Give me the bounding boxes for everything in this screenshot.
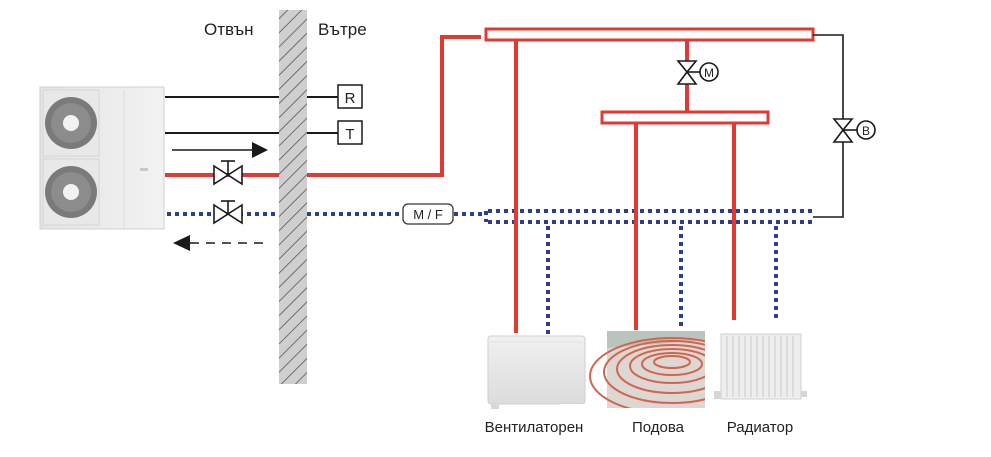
motor-valve-label: M — [704, 66, 714, 80]
wall — [279, 10, 307, 384]
return-shutoff-valve-icon — [213, 200, 243, 225]
sensor-t: T — [337, 120, 363, 145]
fan-coil-image — [487, 335, 586, 411]
mf-box: M / F — [402, 203, 454, 225]
supply-manifold-main — [484, 27, 815, 42]
sensor-r: R — [337, 84, 363, 109]
outdoor-unit — [39, 86, 165, 230]
inside-label: Вътре — [318, 20, 367, 39]
bypass-line — [813, 34, 844, 119]
emitter-label-radiator: Радиатор — [727, 419, 793, 436]
outside-label: Отвън — [204, 20, 254, 39]
mf-label: M / F — [413, 207, 443, 222]
return-flow-arrow — [173, 235, 267, 251]
return-manifold — [484, 209, 813, 224]
sensor-r-label: R — [345, 90, 356, 107]
emitter-label-fan-coil: Вентилаторен — [485, 419, 584, 436]
sensor-t-label: T — [345, 126, 354, 143]
radiator-image — [714, 333, 807, 400]
emitter-label-underfloor: Подова — [632, 419, 685, 436]
bypass-valve-label: B — [862, 124, 870, 138]
bypass-valve-icon — [832, 118, 876, 143]
supply-manifold-secondary — [600, 110, 770, 125]
motor-valve-icon — [676, 60, 719, 85]
supply-shutoff-valve-icon — [213, 160, 243, 186]
supply-flow-arrow — [172, 142, 268, 158]
